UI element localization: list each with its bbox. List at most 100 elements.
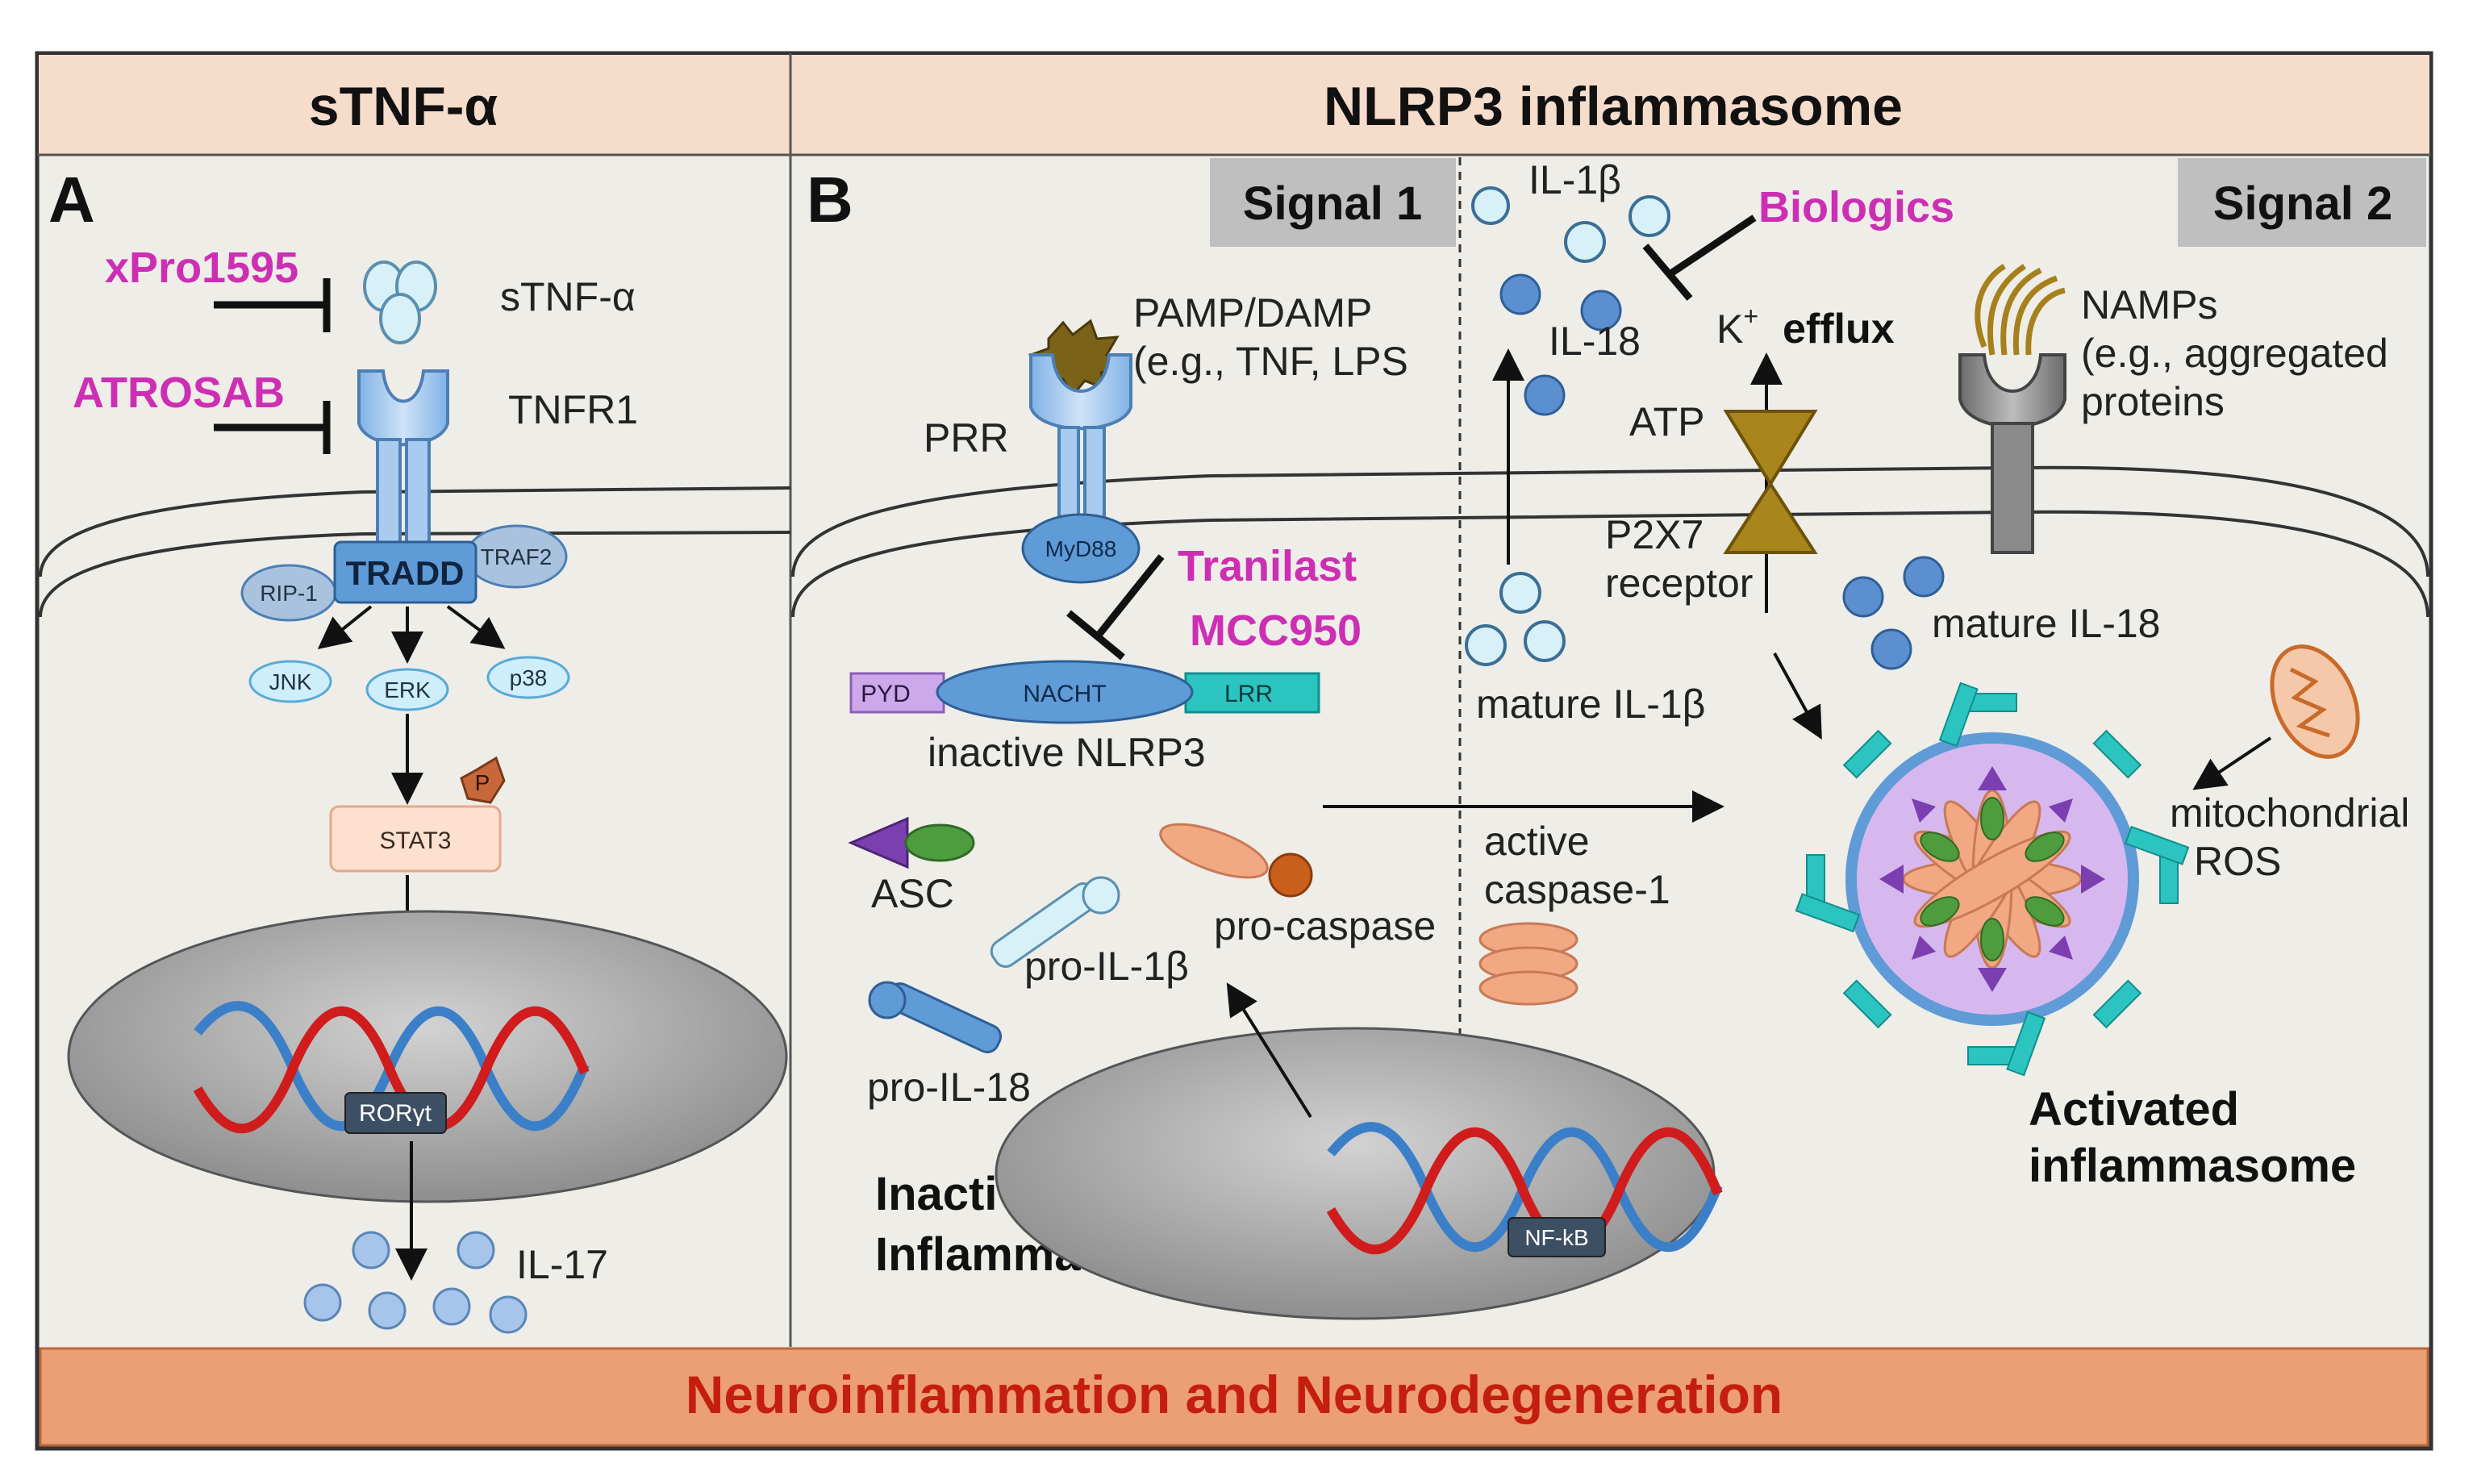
label-traf2: TRAF2 bbox=[481, 544, 553, 569]
nucleus-a bbox=[67, 910, 788, 1203]
pro-il18-icon bbox=[868, 981, 1003, 1053]
mapk-kinases bbox=[248, 656, 570, 711]
label-k: K+ bbox=[1716, 302, 1758, 352]
label-tnfr1: TNFR1 bbox=[508, 387, 638, 432]
label-myd88: MyD88 bbox=[1045, 536, 1117, 561]
label-namps1: NAMPs bbox=[2081, 282, 2217, 327]
panel-label-b: B bbox=[807, 164, 853, 236]
signal1-box: Signal 1 bbox=[1210, 158, 1456, 247]
namps-aggregates-icon bbox=[1975, 263, 2066, 356]
label-rip1: RIP-1 bbox=[260, 581, 318, 606]
label-caspase-1: caspase-1 bbox=[1484, 867, 1670, 912]
label-p2x7: P2X7 bbox=[1605, 512, 1704, 557]
p38-icon bbox=[486, 656, 570, 699]
label-nacht: NACHT bbox=[1023, 681, 1106, 707]
myd88-icon bbox=[1021, 513, 1141, 584]
pro-caspase-icon bbox=[1159, 823, 1313, 898]
panel-label-a: A bbox=[48, 164, 95, 236]
label-pro-il1b: pro-IL-1β bbox=[1024, 944, 1189, 989]
label-il17: IL-17 bbox=[516, 1242, 608, 1287]
header-stnf: sTNF-α bbox=[309, 76, 498, 137]
activated-inflammasome-icon bbox=[1795, 682, 2190, 1077]
il1b-cytokines bbox=[1471, 186, 1670, 263]
label-il18: IL-18 bbox=[1549, 319, 1641, 364]
tradd-complex: RIP-1 TRAF2 TRADD bbox=[240, 524, 568, 622]
label-asc: ASC bbox=[871, 871, 954, 916]
inhibitor-bar-atrosab bbox=[214, 401, 331, 454]
mapk-arrows bbox=[317, 605, 506, 664]
asc-icon bbox=[848, 816, 975, 869]
label-namps2: (e.g., aggregated bbox=[2081, 331, 2388, 376]
cell-membrane bbox=[39, 465, 2429, 618]
jnk-icon bbox=[248, 660, 332, 703]
nacht-domain bbox=[936, 660, 1194, 724]
erk-icon bbox=[365, 668, 449, 711]
mature-il18-cytokines bbox=[1842, 556, 1945, 670]
arrow-to-inflammasome bbox=[1773, 652, 1822, 740]
label-nfkb: NF-kB bbox=[1524, 1225, 1588, 1250]
label-inactive-nlrp3: inactive NLRP3 bbox=[928, 730, 1206, 775]
label-jnk: JNK bbox=[269, 669, 312, 694]
drug-tranilast: Tranilast bbox=[1178, 542, 1357, 590]
dna-helix-a bbox=[193, 1001, 590, 1134]
footer-band: Neuroinflammation and Neurodegeneration bbox=[39, 1347, 2429, 1447]
pro-il1b-icon bbox=[990, 876, 1120, 968]
drug-xpro1595: xPro1595 bbox=[105, 244, 298, 292]
label-phosphate: P bbox=[475, 770, 490, 795]
label-erk: ERK bbox=[384, 677, 431, 702]
label-pro-caspase: pro-caspase bbox=[1214, 903, 1436, 948]
header-nlrp3: NLRP3 inflammasome bbox=[1324, 76, 1903, 137]
signal1-label: Signal 1 bbox=[1243, 177, 1422, 230]
dna-helix-b bbox=[1326, 1122, 1723, 1255]
rorgt-box bbox=[344, 1092, 447, 1134]
stnf-alpha-icon bbox=[363, 261, 437, 344]
mitochondria-icon bbox=[2270, 644, 2360, 759]
label-k-plus: + bbox=[1743, 302, 1758, 331]
label-pyd: PYD bbox=[861, 681, 911, 707]
label-mito1: mitochondrial bbox=[2170, 790, 2409, 836]
namps-receptor-icon bbox=[1958, 353, 2066, 554]
tradd-box bbox=[333, 540, 478, 604]
il18-cytokines bbox=[1499, 273, 1622, 416]
inhibitor-bar-tranilast bbox=[1066, 554, 1165, 661]
pyd-domain bbox=[849, 672, 945, 714]
label-lrr: LRR bbox=[1224, 681, 1273, 707]
label-mito2: ROS bbox=[2194, 839, 2281, 884]
active-caspase1-icon bbox=[1478, 922, 1578, 1006]
nucleus-b bbox=[995, 1027, 1716, 1320]
label-namps3: proteins bbox=[2081, 379, 2225, 424]
arrow-nfkb-pro bbox=[1226, 982, 1312, 1119]
label-p38: p38 bbox=[510, 665, 548, 690]
label-il1b: IL-1β bbox=[1528, 157, 1621, 202]
nfkb-box bbox=[1508, 1217, 1606, 1257]
phosphate-icon: P bbox=[460, 756, 506, 804]
mature-il1b-cytokines bbox=[1465, 572, 1566, 666]
label-pro-il18: pro-IL-18 bbox=[867, 1065, 1031, 1110]
label-stat3: STAT3 bbox=[380, 827, 452, 854]
il17-cytokines bbox=[303, 1231, 528, 1334]
arrow-mito-inflammasome bbox=[2192, 736, 2272, 790]
signal2-label: Signal 2 bbox=[2213, 177, 2392, 230]
signal2-box: Signal 2 bbox=[2178, 158, 2426, 247]
label-receptor: receptor bbox=[1605, 561, 1753, 606]
label-tradd: TRADD bbox=[346, 554, 465, 592]
label-atp: ATP bbox=[1629, 399, 1705, 444]
drug-atrosab: ATROSAB bbox=[73, 369, 285, 417]
p2x7-receptor-icon bbox=[1723, 410, 1818, 554]
prr-receptor-icon bbox=[1029, 353, 1132, 526]
header-band bbox=[39, 55, 2429, 155]
label-prr: PRR bbox=[924, 415, 1009, 461]
label-efflux: efflux bbox=[1783, 306, 1895, 352]
label-activated-2: inflammasome bbox=[2029, 1140, 2356, 1192]
drug-biologics: Biologics bbox=[1758, 183, 1954, 231]
label-mature-il18: mature IL-18 bbox=[1932, 601, 2160, 646]
label-mature-il1b: mature IL-1β bbox=[1476, 682, 1705, 727]
label-k-symbol: K bbox=[1716, 306, 1743, 352]
label-activated-1: Activated bbox=[2029, 1083, 2239, 1136]
inhibitor-bar-biologics bbox=[1642, 215, 1757, 301]
label-stnf-alpha: sTNF-α bbox=[500, 274, 636, 319]
stat3-box bbox=[329, 805, 502, 873]
label-pamp2: (e.g., TNF, LPS bbox=[1133, 339, 1408, 384]
inactive-nlrp3 bbox=[849, 660, 1320, 724]
drug-mcc950: MCC950 bbox=[1190, 607, 1362, 655]
